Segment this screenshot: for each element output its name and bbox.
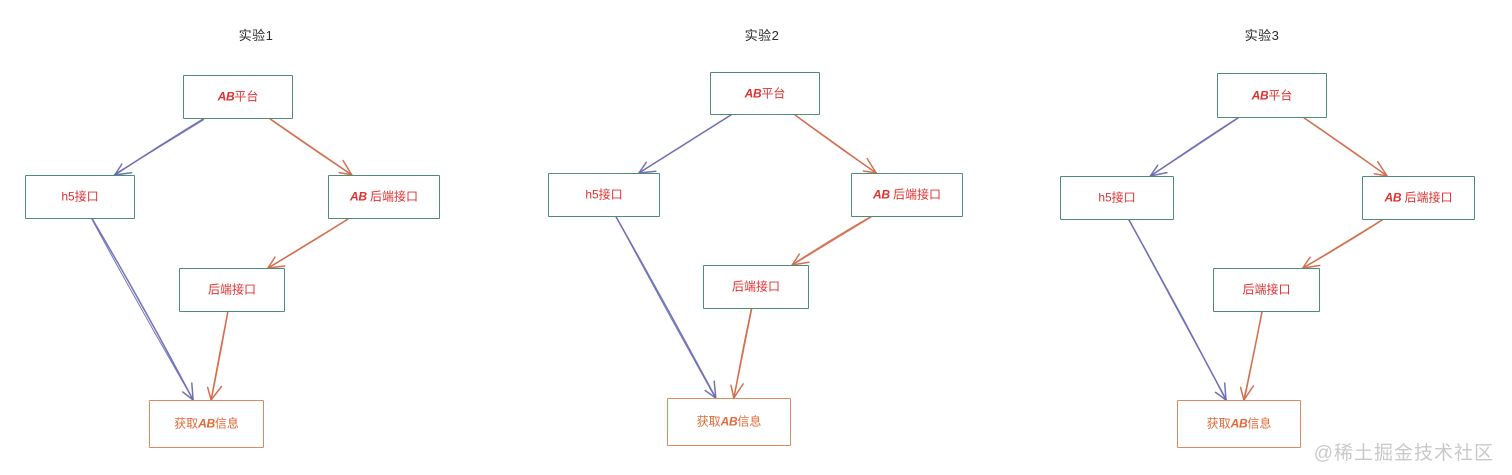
ab-mark: AB bbox=[198, 416, 215, 431]
node-label: AB 后端接口 bbox=[872, 187, 942, 202]
ab-mark: AB bbox=[349, 189, 367, 204]
node-label: AB 后端接口 bbox=[349, 189, 419, 204]
node-label: 获取AB信息 bbox=[174, 416, 239, 431]
node-get_ab_info[interactable]: 获取AB信息 bbox=[1177, 400, 1301, 448]
ab-mark: AB bbox=[872, 187, 890, 202]
ab-mark: AB bbox=[744, 86, 762, 100]
experiment-2: 实验2 AB平台 h5接口 AB 后端接口 后端接口 获取AB信息 bbox=[512, 0, 1012, 475]
experiment-3: 实验3 AB平台 h5接口 AB 后端接口 后端接口 获取AB信息 bbox=[1012, 0, 1512, 475]
ab-mark: AB bbox=[1251, 88, 1269, 102]
watermark: @稀土掘金技术社区 bbox=[1313, 443, 1494, 464]
ab-mark: AB bbox=[217, 89, 235, 104]
node-label: h5接口 bbox=[61, 189, 99, 204]
node-ab_backend_api[interactable]: AB 后端接口 bbox=[851, 173, 963, 217]
node-label: 获取AB信息 bbox=[696, 414, 762, 429]
node-get_ab_info[interactable]: 获取AB信息 bbox=[149, 400, 264, 448]
ab-mark: AB bbox=[1230, 416, 1248, 431]
node-label: AB平台 bbox=[217, 89, 259, 104]
node-platform[interactable]: AB平台 bbox=[1217, 73, 1327, 118]
node-get_ab_info[interactable]: 获取AB信息 bbox=[667, 398, 791, 446]
node-label: 后端接口 bbox=[731, 279, 780, 294]
node-backend_api[interactable]: 后端接口 bbox=[1213, 268, 1320, 312]
node-platform[interactable]: AB平台 bbox=[710, 72, 820, 115]
node-label: AB平台 bbox=[744, 86, 786, 100]
node-h5_api[interactable]: h5接口 bbox=[25, 175, 135, 219]
node-label: AB平台 bbox=[1251, 88, 1293, 102]
panel-title: 实验1 bbox=[238, 28, 274, 43]
panel-title: 实验3 bbox=[1244, 28, 1280, 43]
node-label: AB 后端接口 bbox=[1384, 190, 1453, 205]
node-label: 后端接口 bbox=[1242, 282, 1291, 297]
panel-title: 实验2 bbox=[744, 28, 780, 43]
node-label: 获取AB信息 bbox=[1206, 416, 1272, 431]
node-platform[interactable]: AB平台 bbox=[183, 75, 293, 119]
ab-mark: AB bbox=[1384, 190, 1402, 205]
ab-mark: AB bbox=[720, 414, 738, 429]
experiment-1: 实验1 AB平台 h5接口 AB 后端接口 后端接口 获取AB信息 bbox=[0, 0, 512, 475]
node-ab_backend_api[interactable]: AB 后端接口 bbox=[328, 175, 440, 219]
node-label: h5接口 bbox=[585, 187, 623, 202]
node-label: h5接口 bbox=[1098, 190, 1136, 205]
node-h5_api[interactable]: h5接口 bbox=[1060, 176, 1174, 220]
node-backend_api[interactable]: 后端接口 bbox=[703, 265, 809, 309]
node-label: 后端接口 bbox=[207, 282, 256, 297]
node-ab_backend_api[interactable]: AB 后端接口 bbox=[1362, 176, 1475, 220]
node-backend_api[interactable]: 后端接口 bbox=[179, 268, 285, 312]
node-h5_api[interactable]: h5接口 bbox=[548, 173, 660, 217]
